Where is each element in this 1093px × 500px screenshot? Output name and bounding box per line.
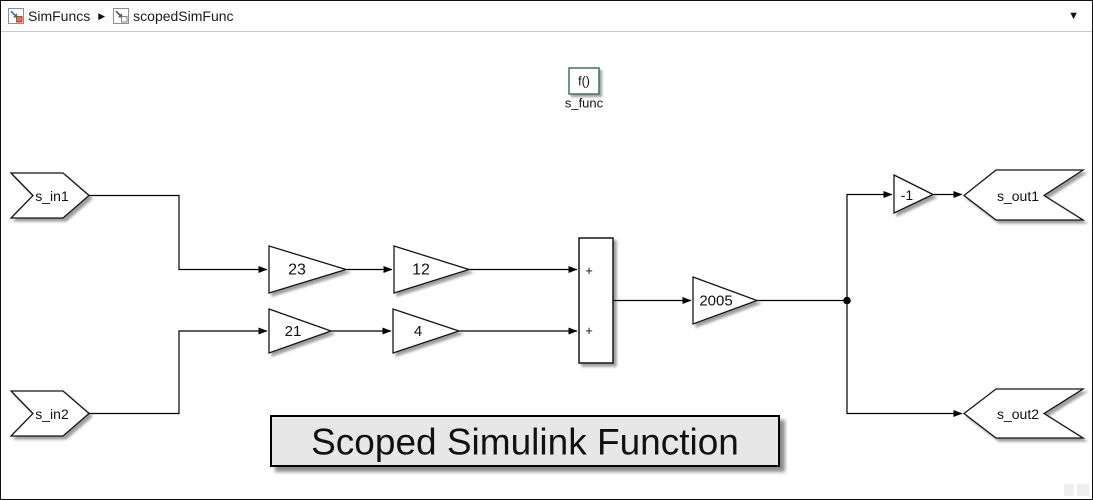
gain-block-21[interactable]: 21 [268,308,333,354]
sum-sign-top: + [585,263,593,278]
outport-block-s-out2[interactable]: s_out2 [962,388,1086,439]
simulink-function-block[interactable]: f() s_func [565,67,604,111]
gain-block-2005[interactable]: 2005 [692,276,759,325]
breadcrumb-label[interactable]: SimFuncs [28,8,91,24]
breadcrumb-label[interactable]: scopedSimFunc [133,8,234,24]
branch-point[interactable] [843,296,851,305]
wire-branch-to-gainneg1[interactable] [846,191,893,301]
outport-label: s_out2 [997,406,1039,422]
function-name-label: s_func [565,96,604,111]
annotation-text: Scoped Simulink Function [311,422,739,463]
inport-label: s_in2 [35,406,69,422]
breadcrumb-item-scopedsimfunc[interactable]: scopedSimFunc [113,8,234,24]
gain-value: 23 [288,262,306,279]
model-canvas[interactable]: f() s_func s_in1 s_in2 23 12 [1,32,1092,499]
wire-sin1-to-gain23[interactable] [89,194,268,273]
scrollbar-corner [1064,484,1089,496]
gain-value: 4 [414,323,422,340]
function-symbol: f() [578,75,590,89]
gain-value: 12 [412,262,430,279]
inport-block-s-in2[interactable]: s_in2 [9,390,90,437]
gain-block-23[interactable]: 23 [268,245,349,294]
sum-sign-bottom: + [585,323,593,338]
gain-block-12[interactable]: 12 [393,245,472,294]
gain-value: -1 [901,187,914,203]
breadcrumb: SimFuncs ▶ scopedSimFunc ▼ [1,1,1092,32]
breadcrumb-item-simfuncs[interactable]: SimFuncs [8,8,90,24]
gain-value: 2005 [699,293,732,310]
outport-label: s_out1 [997,188,1039,204]
gain-value: 21 [285,323,302,340]
simulink-subsystem-icon [113,8,130,24]
inport-label: s_in1 [35,188,69,204]
breadcrumb-dropdown-icon[interactable]: ▼ [1068,9,1079,22]
sum-block[interactable]: + + [578,237,614,364]
signal-wires [89,191,963,417]
gain-block-neg1[interactable]: -1 [893,173,935,215]
wire-sin2-to-gain21[interactable] [89,327,268,415]
simulink-model-icon [8,8,24,24]
wire-branch-to-sout2[interactable] [846,300,963,417]
outport-block-s-out1[interactable]: s_out1 [962,169,1086,221]
breadcrumb-separator-icon: ▶ [98,10,106,21]
inport-block-s-in1[interactable]: s_in1 [9,172,90,219]
block-diagram: f() s_func s_in1 s_in2 23 12 [9,67,1089,496]
gain-block-4[interactable]: 4 [392,308,462,354]
annotation-box[interactable]: Scoped Simulink Function [270,415,780,467]
